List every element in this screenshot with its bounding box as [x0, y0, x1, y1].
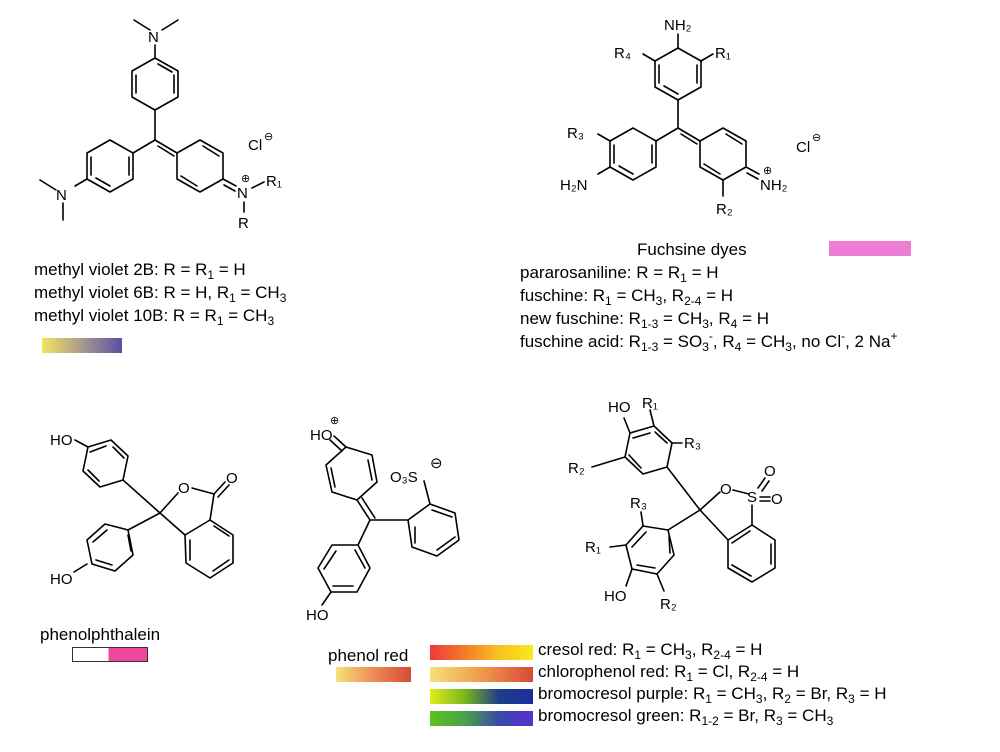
atom-n-left: N: [56, 187, 67, 204]
fuschine-acid-label: fuschine acid: R1-3 = SO3-, R4 = CH3, no…: [520, 329, 898, 354]
plus-charge: ⊕: [241, 173, 250, 185]
methyl-violet-2b-label: methyl violet 2B: R = R1 = H: [34, 260, 246, 282]
phenol-red-label: phenol red: [328, 646, 409, 665]
plus-charge: ⊕: [763, 165, 772, 177]
r2-label-lower: R₂: [660, 596, 677, 613]
cresol-red-label: cresol red: R1 = CH3, R2-4 = H: [538, 640, 763, 662]
atom-ho-top: HO: [608, 399, 631, 416]
methyl-violet-6b-label: methyl violet 6B: R = H, R1 = CH3: [34, 283, 287, 305]
bromocresol-green-color-bar: [430, 711, 533, 726]
methyl-violet-10b-label: methyl violet 10B: R = R1 = CH3: [34, 306, 275, 328]
atom-ho-lower: HO: [604, 588, 627, 605]
r3-label-lower: R₃: [630, 495, 647, 512]
r4-label: R₄: [614, 45, 631, 62]
fuchsine-color-bar: [829, 241, 911, 256]
atom-o-sulfonyl-1: O: [764, 463, 776, 480]
r1-label: R₁: [715, 45, 731, 62]
r1-label: R₁: [266, 173, 282, 190]
r3-label: R₃: [684, 435, 701, 452]
atom-n-right: N: [237, 185, 248, 202]
r1-label: R₁: [642, 395, 658, 412]
phenol-red-color-bar: [336, 667, 411, 682]
bromocresol-green-label: bromocresol green: R1-2 = Br, R3 = CH3: [538, 706, 834, 728]
r2-label: R₂: [568, 460, 585, 477]
phenolphthalein-color-bar: [72, 647, 148, 662]
atom-o3s: O₃S: [390, 469, 418, 486]
atom-nh2-right: NH₂: [760, 177, 788, 194]
bromocresol-purple-color-bar: [430, 689, 533, 704]
chlorophenol-red-label: chlorophenol red: R1 = Cl, R2-4 = H: [538, 662, 800, 684]
bromocresol-purple-label: bromocresol purple: R1 = CH3, R2 = Br, R…: [538, 684, 887, 706]
atom-o-ring: O: [720, 481, 732, 498]
fuchsine-title: Fuchsine dyes: [637, 240, 747, 259]
chloride-label: Cl: [796, 139, 810, 156]
atom-o-sulfonyl-2: O: [771, 491, 783, 508]
atom-h2n: H₂N: [560, 177, 588, 194]
cresol-red-color-bar: [430, 645, 533, 660]
fuschine-label: fuschine: R1 = CH3, R2-4 = H: [520, 286, 734, 308]
atom-o-ring: O: [178, 480, 190, 497]
phenolphthalein-label: phenolphthalein: [40, 625, 161, 644]
r-label: R: [238, 215, 249, 232]
methyl-violet-color-bar: [42, 338, 122, 353]
r2-label: R₂: [716, 201, 733, 218]
new-fuschine-label: new fuschine: R1-3 = CH3, R4 = H: [520, 309, 769, 331]
atom-ho-phenol: HO: [306, 607, 329, 624]
atom-nh2-top: NH₂: [664, 17, 692, 34]
chlorophenol-red-color-bar: [430, 667, 533, 682]
chloride-label: Cl: [248, 137, 262, 154]
minus-charge: ⊖: [812, 132, 821, 144]
minus-charge: ⊖: [430, 455, 443, 472]
plus-charge: ⊕: [330, 415, 339, 427]
atom-n-top: N: [148, 29, 159, 46]
atom-ho-top: HO: [50, 432, 73, 449]
atom-ho-bottom: HO: [50, 571, 73, 588]
atom-o-carbonyl: O: [226, 470, 238, 487]
r1-label-lower: R₁: [585, 539, 601, 556]
atom-s: S: [747, 489, 757, 506]
atom-ho-plus: HO: [310, 427, 333, 444]
pararosaniline-label: pararosaniline: R = R1 = H: [520, 263, 719, 285]
minus-charge: ⊖: [264, 131, 273, 143]
r3-label: R₃: [567, 125, 584, 142]
